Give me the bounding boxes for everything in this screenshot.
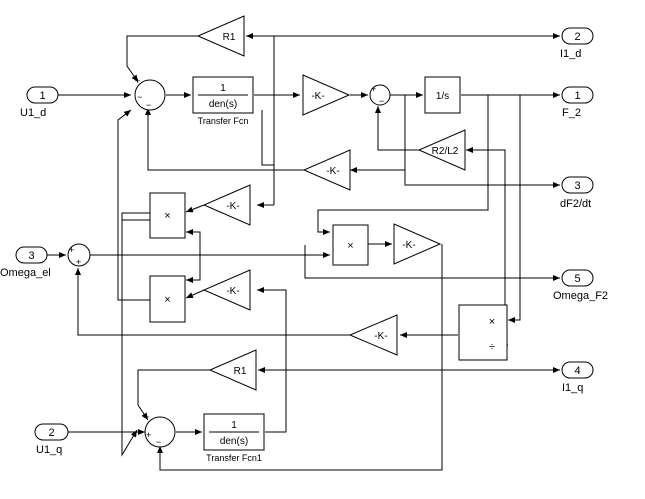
divide-block[interactable]: × ÷ bbox=[458, 304, 508, 361]
inport-label: U1_d bbox=[20, 107, 46, 119]
signal-lines bbox=[47, 33, 560, 471]
sum-sign: + bbox=[76, 257, 81, 267]
outport-df2-dt[interactable]: 3 dF2/dt bbox=[560, 176, 594, 210]
sum-sign: − bbox=[379, 96, 384, 106]
tf-numerator: 1 bbox=[231, 420, 237, 431]
outport-label: I1_d bbox=[560, 48, 581, 60]
gain-k-flux[interactable]: -K- bbox=[302, 74, 351, 116]
block-name: Transfer Fcn bbox=[198, 116, 249, 126]
product-symbol: × bbox=[164, 294, 170, 306]
tf-denominator: den(s) bbox=[220, 436, 248, 447]
product-symbol: × bbox=[164, 210, 170, 222]
gain-r1-bottom[interactable]: R1 bbox=[208, 349, 257, 391]
outport-number: 3 bbox=[574, 180, 580, 192]
outport-i1-q[interactable]: 4 I1_q bbox=[561, 361, 594, 394]
gain-label: -K- bbox=[374, 331, 387, 342]
gain-r2-l2[interactable]: R2/L2 bbox=[417, 129, 466, 171]
sum-block-q[interactable]: + + − bbox=[144, 412, 176, 448]
outport-i1-d[interactable]: 2 I1_d bbox=[560, 27, 594, 60]
outport-label: Omega_F2 bbox=[553, 290, 608, 302]
inport-u1-q[interactable]: 2 U1_q bbox=[34, 423, 69, 456]
product-block-bottom[interactable]: × bbox=[149, 275, 186, 323]
sum-block-omega[interactable]: + + bbox=[67, 243, 91, 267]
sum-sign: − bbox=[156, 437, 161, 447]
integrator-label: 1/s bbox=[436, 91, 449, 102]
outport-number: 2 bbox=[574, 31, 580, 43]
block-name: Transfer Fcn1 bbox=[206, 453, 262, 463]
inport-number: 2 bbox=[48, 427, 54, 439]
sum-block-d[interactable]: + − − bbox=[134, 76, 166, 111]
gain-r1-top[interactable]: R1 bbox=[196, 15, 245, 57]
gain-k-product-top[interactable]: -K- bbox=[202, 184, 251, 226]
tf-numerator: 1 bbox=[220, 83, 226, 94]
tf-denominator: den(s) bbox=[209, 99, 237, 110]
sum-sign: + bbox=[135, 76, 140, 86]
outport-f-2[interactable]: 1 F_2 bbox=[561, 86, 594, 119]
outport-label: F_2 bbox=[562, 107, 581, 119]
gain-label: -K- bbox=[226, 286, 239, 297]
product-block-middle[interactable]: × bbox=[332, 224, 369, 266]
gain-k-product-right[interactable]: -K- bbox=[393, 223, 442, 265]
gain-k-product-bottom[interactable]: -K- bbox=[202, 269, 251, 311]
gain-label: R2/L2 bbox=[432, 146, 459, 157]
inport-u1-d[interactable]: 1 U1_d bbox=[20, 86, 59, 119]
divide-sign: ÷ bbox=[489, 341, 495, 353]
inport-label: U1_q bbox=[36, 444, 62, 456]
gain-label: R1 bbox=[234, 366, 247, 377]
multiply-sign: × bbox=[489, 316, 495, 328]
transfer-fcn1-block[interactable]: 1 den(s) Transfer Fcn1 bbox=[203, 413, 265, 463]
outport-number: 5 bbox=[574, 273, 580, 285]
outport-label: I1_q bbox=[562, 382, 583, 394]
gain-k-feedback[interactable]: -K- bbox=[302, 149, 351, 191]
gain-label: -K- bbox=[311, 91, 324, 102]
gain-label: R1 bbox=[223, 32, 236, 43]
sum-sign: + bbox=[146, 430, 151, 440]
inport-number: 3 bbox=[28, 250, 34, 262]
gain-label: -K- bbox=[226, 201, 239, 212]
transfer-fcn-block[interactable]: 1 den(s) Transfer Fcn bbox=[192, 76, 254, 126]
outport-label: dF2/dt bbox=[560, 198, 591, 210]
outport-omega-f2[interactable]: 5 Omega_F2 bbox=[553, 269, 608, 302]
inport-omega-el[interactable]: 3 Omega_el bbox=[0, 246, 51, 279]
gain-label: -K- bbox=[326, 166, 339, 177]
sum-sign: + bbox=[144, 412, 149, 422]
sum-sign: − bbox=[146, 100, 151, 110]
inport-number: 1 bbox=[39, 90, 45, 102]
sum-sign: + bbox=[371, 84, 376, 94]
gain-k-omega[interactable]: -K- bbox=[348, 314, 398, 356]
product-symbol: × bbox=[347, 240, 353, 252]
product-block-top[interactable]: × bbox=[149, 192, 186, 239]
outport-number: 4 bbox=[574, 365, 580, 377]
gain-label: -K- bbox=[402, 240, 415, 251]
sum-sign: + bbox=[69, 245, 74, 255]
sum-block-flux[interactable]: + − bbox=[369, 84, 391, 106]
inport-label: Omega_el bbox=[0, 267, 51, 279]
sum-sign: − bbox=[137, 92, 142, 102]
outport-number: 1 bbox=[574, 90, 580, 102]
integrator-block[interactable]: 1/s bbox=[424, 76, 461, 114]
